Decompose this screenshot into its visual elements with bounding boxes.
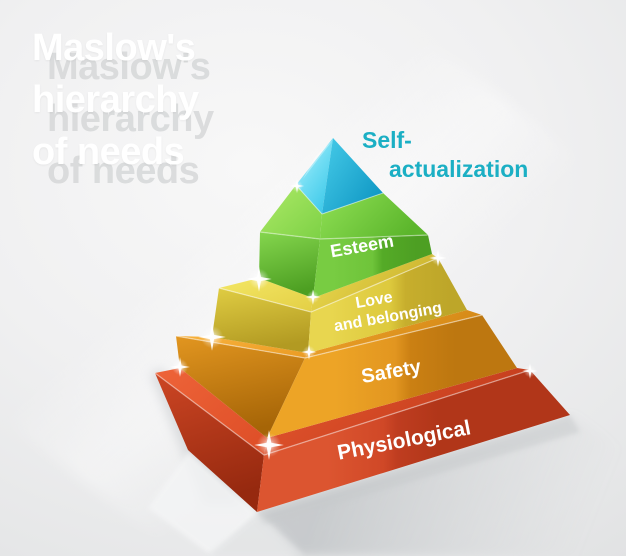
drop-shadow bbox=[258, 416, 626, 556]
love-left-face bbox=[212, 288, 311, 353]
pyramid-level-love-belonging bbox=[212, 254, 467, 353]
pyramid-level-esteem bbox=[259, 185, 432, 298]
esteem-top-rim-right bbox=[320, 193, 428, 239]
apex-right-face bbox=[322, 138, 383, 214]
esteem-top-rim-left bbox=[260, 185, 322, 239]
title-line-1: Maslow's bbox=[32, 27, 196, 69]
apex-gloss bbox=[303, 140, 333, 179]
reflection-front bbox=[205, 514, 305, 556]
safety-right-face bbox=[267, 315, 517, 438]
self-actualization-line-1: Self- bbox=[362, 127, 412, 153]
title-shadow-line-1: Maslow's bbox=[47, 46, 211, 88]
safety-top-rim-right bbox=[305, 310, 482, 358]
pyramid-level-safety bbox=[175, 310, 517, 438]
self-actualization-line-2: actualization bbox=[389, 156, 529, 182]
title-shadow-line-3: of needs bbox=[47, 150, 200, 192]
base-contact-shadow bbox=[257, 415, 580, 526]
physiological-top-rim-left bbox=[155, 368, 267, 455]
label-self-actualization: Self- actualization bbox=[362, 126, 528, 184]
title-line-3: of needs bbox=[32, 131, 185, 173]
esteem-right-face bbox=[313, 235, 432, 298]
esteem-rim-glint bbox=[259, 231, 429, 240]
page-title-shadow: Maslow's hierarchy of needs bbox=[47, 41, 214, 197]
esteem-left-face bbox=[259, 232, 320, 298]
love-top-rim-right bbox=[311, 254, 438, 312]
physiological-top-rim-right bbox=[264, 368, 530, 455]
apex-base-glint bbox=[295, 184, 384, 215]
love-rim-glint bbox=[218, 257, 439, 313]
physiological-left-face bbox=[155, 373, 264, 512]
reflection-left bbox=[148, 452, 257, 556]
label-love-line-1: Love bbox=[354, 289, 394, 312]
pyramid-level-physiological bbox=[154, 368, 570, 512]
floor-shadow-group bbox=[148, 368, 626, 556]
title-line-2: hierarchy bbox=[32, 79, 199, 121]
love-right-face bbox=[308, 258, 467, 353]
physiological-right-face bbox=[257, 370, 570, 512]
love-top-rim-left bbox=[219, 278, 313, 312]
title-shadow-line-2: hierarchy bbox=[47, 98, 214, 140]
safety-left-face bbox=[176, 336, 305, 438]
page-title: Maslow's hierarchy of needs bbox=[32, 22, 199, 178]
pyramid-level-self-actualization bbox=[295, 138, 384, 215]
